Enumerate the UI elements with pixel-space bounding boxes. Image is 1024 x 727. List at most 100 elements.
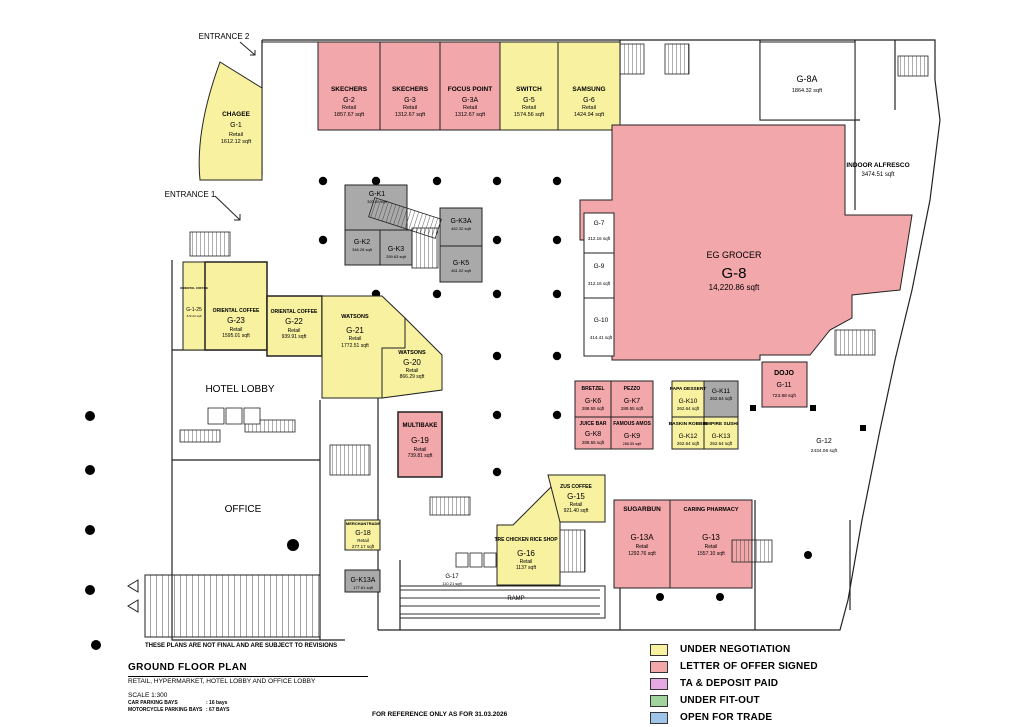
unit-g2[interactable] [262, 41, 381, 131]
ramp-box [399, 585, 606, 619]
svg-text:Retail: Retail [230, 327, 243, 333]
svg-text:1612.12 sqft: 1612.12 sqft [221, 139, 252, 145]
svg-text:FAMOUS AMOS: FAMOUS AMOS [613, 421, 651, 427]
area-labels: ENTRANCE 2 ENTRANCE 1 HOTEL LOBBY OFFICE… [165, 32, 910, 602]
svg-text:DOJO: DOJO [774, 370, 794, 377]
unit-g10[interactable] [583, 297, 615, 357]
office-label: OFFICE [225, 504, 262, 515]
unit-g11[interactable] [761, 361, 808, 408]
svg-text:MULTIBAKE: MULTIBAKE [403, 423, 438, 429]
svg-text:G-18: G-18 [355, 530, 371, 537]
svg-text:SKECHERS: SKECHERS [392, 86, 429, 93]
svg-text:G-K8: G-K8 [585, 431, 601, 438]
svg-text:866.29 sqft: 866.29 sqft [400, 374, 425, 380]
hotel-lobby-label: HOTEL LOBBY [205, 384, 274, 395]
unit-gk7[interactable] [610, 380, 654, 418]
svg-text:Retail: Retail [229, 132, 243, 138]
svg-text:G-8A: G-8A [796, 74, 817, 84]
unit-g23[interactable] [204, 261, 268, 351]
svg-text:Retail: Retail [463, 105, 477, 111]
unit-g6[interactable] [557, 41, 621, 131]
svg-text:G-K9: G-K9 [624, 433, 640, 440]
svg-text:Retail: Retail [403, 105, 417, 111]
svg-text:1312.67 sqft: 1312.67 sqft [395, 112, 426, 118]
svg-text:723.88 sqft: 723.88 sqft [772, 393, 796, 399]
escalator-lower [411, 227, 439, 269]
legend-item: OPEN FOR TRADE [650, 710, 850, 725]
svg-text:320.00 sqft: 320.00 sqft [367, 199, 388, 204]
svg-text:SKECHERS: SKECHERS [331, 86, 368, 93]
unit-gk13a[interactable] [344, 569, 381, 593]
unit-g15[interactable] [547, 474, 606, 523]
unit-gk3a[interactable] [439, 207, 483, 247]
svg-text:461.02 sqft: 461.02 sqft [451, 268, 472, 273]
svg-text:G-9: G-9 [594, 263, 605, 270]
svg-text:CHAGEE: CHAGEE [222, 111, 250, 118]
svg-text:EMPIRE SUSHI: EMPIRE SUSHI [704, 421, 739, 427]
svg-text:Retail: Retail [357, 538, 369, 543]
service-rooms [207, 407, 497, 568]
svg-text:Retail: Retail [520, 559, 533, 565]
ramp-lines [400, 589, 600, 615]
parking-hatch [144, 574, 321, 638]
svg-text:1574.56 sqft: 1574.56 sqft [514, 112, 545, 118]
unit-gk13[interactable] [703, 416, 739, 450]
unit-gk2[interactable] [344, 229, 381, 266]
svg-text:921.40 sqft: 921.40 sqft [564, 508, 589, 514]
legend-swatch [650, 677, 668, 690]
svg-text:262.64 sqft: 262.64 sqft [677, 406, 700, 411]
unit-gk3[interactable] [379, 229, 413, 266]
plan-subtitle: RETAIL, HYPERMARKET, HOTEL LOBBY AND OFF… [128, 678, 316, 685]
unit-g1[interactable] [198, 61, 263, 181]
unit-gk5[interactable] [439, 245, 483, 283]
svg-text:1857.67 sqft: 1857.67 sqft [334, 112, 365, 118]
svg-text:1137 sqft: 1137 sqft [516, 565, 537, 571]
svg-text:1292.76 sqft: 1292.76 sqft [628, 551, 656, 557]
unit-g7[interactable] [583, 212, 615, 254]
svg-text:739.81 sqft: 739.81 sqft [408, 453, 433, 459]
unit-g1-25[interactable] [182, 261, 206, 351]
svg-text:CARING PHARMACY: CARING PHARMACY [684, 507, 739, 513]
unit-g8[interactable] [579, 124, 913, 361]
svg-text:312.16 sqft: 312.16 sqft [588, 236, 611, 241]
unit-g20[interactable] [381, 316, 443, 399]
svg-text:WATSONS: WATSONS [398, 350, 426, 356]
svg-text:G-7: G-7 [594, 220, 605, 227]
unit-gk10[interactable] [671, 380, 705, 418]
unit-labels: CHAGEE G-1 Retail 1612.12 sqft SKECHERS … [180, 74, 838, 590]
entrance-2-label: ENTRANCE 2 [199, 32, 250, 41]
svg-text:G-K2: G-K2 [354, 239, 370, 246]
unit-g18[interactable] [344, 519, 381, 551]
entrance-1-label: ENTRANCE 1 [165, 190, 216, 199]
unit-g19[interactable] [397, 411, 443, 478]
svg-text:G-23: G-23 [227, 316, 245, 325]
svg-text:259.63 sqft: 259.63 sqft [386, 254, 407, 259]
indoor-alfresco-label: INDOOR ALFRESCO [846, 162, 909, 169]
svg-text:G-K10: G-K10 [679, 398, 698, 405]
legend-label: LETTER OF OFFER SIGNED [680, 661, 818, 672]
unit-g3[interactable] [379, 41, 441, 131]
svg-text:G-10: G-10 [594, 317, 609, 324]
svg-text:BASKIN ROBBIN: BASKIN ROBBIN [669, 421, 708, 427]
svg-text:177.61 sqft: 177.61 sqft [353, 585, 374, 590]
unit-g3a[interactable] [439, 41, 501, 131]
unit-gk9[interactable] [610, 416, 654, 450]
svg-text:Retail: Retail [414, 447, 427, 453]
column-grid [85, 176, 812, 650]
unit-gk11[interactable] [703, 380, 739, 418]
unit-gk8[interactable] [574, 416, 612, 450]
unit-g22[interactable] [266, 295, 323, 357]
legend-item: UNDER NEGOTIATION [650, 642, 850, 657]
svg-text:G-6: G-6 [583, 97, 595, 104]
arrow-entrance-2 [239, 41, 256, 56]
svg-text:G-5: G-5 [523, 97, 535, 104]
legend-item: TA & DEPOSIT PAID [650, 676, 850, 691]
unit-g8a[interactable] [759, 41, 856, 121]
svg-text:1772.51 sqft: 1772.51 sqft [341, 343, 369, 349]
svg-text:312.16 sqft: 312.16 sqft [588, 281, 611, 286]
unit-g9[interactable] [583, 252, 615, 299]
legend-swatch [650, 694, 668, 707]
reference-note: FOR REFERENCE ONLY AS FOR 31.03.2026 [372, 711, 508, 718]
svg-text:G-20: G-20 [403, 358, 421, 367]
svg-text:WATSONS: WATSONS [341, 314, 369, 320]
